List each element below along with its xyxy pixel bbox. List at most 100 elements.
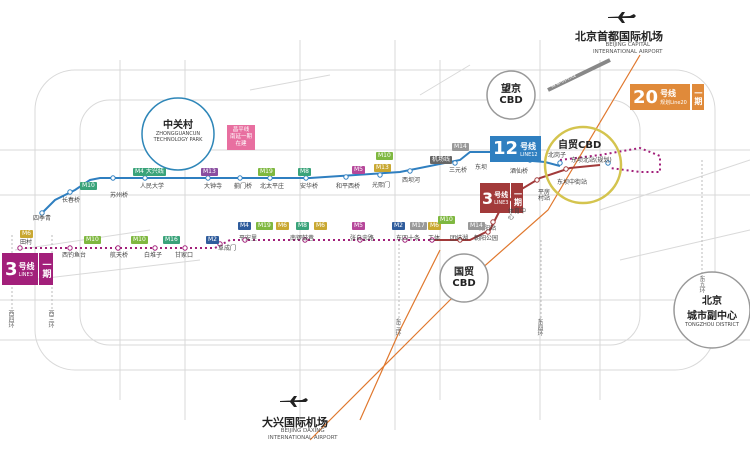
planning-tag: 昌平线 南延一期 在建 (227, 125, 256, 151)
airplane-icon (608, 12, 636, 23)
station-label: 东四十条 (396, 235, 421, 242)
line3-mid-en: LINE3 (494, 200, 509, 206)
ring-markers (11, 160, 703, 335)
line12-suffix: 号线 (520, 141, 537, 151)
capital-airport-en: BEIJING CAPITAL INTERNATIONAL AIRPORT (593, 42, 662, 56)
transfer-badge: M19 (256, 222, 273, 230)
line20-phase: 一期 (690, 84, 704, 110)
guomao-label: 国贸 CBD (444, 263, 484, 289)
station-label: 四季青 (33, 215, 52, 222)
station-label: 东坝北站(规划) (571, 157, 612, 164)
east5-label: 东五环 (698, 275, 705, 293)
west3-label: 西三环 (47, 310, 54, 328)
line3-left-suffix: 号线 (18, 261, 35, 271)
station-label: 西坝河 (402, 177, 421, 184)
station-label: 航天桥 (110, 252, 129, 259)
capital-airport-en-line1: BEIJING CAPITAL (605, 42, 651, 48)
transfer-badge: M10 (376, 152, 393, 160)
transfer-badge: M14 (468, 222, 485, 230)
daxing-airport-en-line2: INTERNATIONAL AIRPORT (268, 434, 338, 441)
line12-en: LINE12 (520, 151, 538, 158)
background-grid (0, 40, 750, 430)
station-label: 长春桥 (62, 197, 81, 204)
zhongguancun-name: 中关村 (163, 120, 193, 131)
line12-number: 12 (493, 138, 519, 159)
station-label: 张自忠路 (350, 235, 375, 242)
tongzhou-name-1: 北京 (702, 296, 722, 307)
station-label: 三元桥 (449, 167, 468, 174)
transfer-badge: M8 (296, 222, 309, 230)
station-label: 人民大学 (140, 183, 165, 190)
line20-route (559, 146, 661, 173)
zhongguancun-en-1: ZHONGGUANCUN (155, 131, 201, 137)
line3-left-phase: 一期 (38, 253, 53, 285)
wangjing-name: 望京 (501, 84, 521, 95)
capital-airport-name: 北京首都国际机场 (575, 30, 663, 43)
station-label: 南锣鼓巷 (290, 235, 315, 242)
transfer-badge: M6 (314, 222, 327, 230)
transfer-badge: M10 (80, 182, 97, 190)
station-label: 平安里 (239, 235, 258, 242)
station-label: 白堆子 (144, 252, 163, 259)
line3-left-en: LINE3 (18, 271, 33, 278)
station-label: 东坝中街站 (557, 179, 588, 186)
line3-mid-number: 3 (482, 188, 494, 208)
daxing-airport-en: BEIJING DAXING INTERNATIONAL AIRPORT (268, 428, 337, 442)
transfer-badge: M6 (428, 222, 441, 230)
wangjing-label: 望京 CBD (491, 80, 531, 106)
transfer-badge: M10 (84, 236, 101, 244)
transfer-badge: M5 (352, 166, 365, 174)
zimao-label: 自贸CBD (558, 140, 602, 151)
line20-badge: 20 号线 规划Line20 一期 (630, 84, 704, 110)
station-label: 甘家口 (175, 252, 194, 259)
station-label: 北岗子 (548, 152, 567, 159)
zhongguancun-label: 中关村 ZHONGGUANCUN TECHNOLOGY PARK (142, 116, 214, 143)
guomao-cbd: CBD (452, 278, 476, 289)
line3-mid-suffix: 号线 (494, 191, 509, 199)
daxing-airport-en-line1: BEIJING DAXING (280, 428, 325, 434)
tongzhou-name-2: 城市副中心 (687, 311, 737, 322)
station-label: 东坝 (475, 164, 488, 171)
station-label: 蓟门桥 (234, 183, 253, 190)
fourth-ring-outline (79, 99, 641, 346)
transfer-badge: M5 (352, 222, 365, 230)
station-label: 和平西桥 (336, 183, 361, 190)
transfer-badge: M16 (163, 236, 180, 244)
line3-station-dots (17, 237, 435, 251)
line12-badge: 12 号线 LINE12 (490, 136, 541, 162)
capital-airport-en-line2: INTERNATIONAL AIRPORT (593, 48, 663, 55)
transfer-badge: M2 (206, 236, 219, 244)
wangjing-zone (486, 70, 536, 120)
transfer-badge: 机场线 (430, 156, 453, 164)
transfer-badge: M10 (438, 216, 455, 224)
line20-suffix: 号线 (660, 89, 677, 98)
station-label: 苏州桥 (110, 192, 129, 199)
planning-tag-1: 昌平线 (232, 127, 250, 133)
transfer-badge: M4 (238, 222, 251, 230)
daxing-airport-name: 大兴国际机场 (262, 416, 328, 429)
daxing-airport-route (359, 249, 441, 421)
station-label: 朝阳站 (478, 225, 497, 232)
airport-express-line (547, 58, 611, 92)
transfer-badge: M8 (298, 168, 311, 176)
transfer-badge: M19 (258, 168, 275, 176)
transfer-badge: M10 (131, 236, 148, 244)
station-label: 光熙门 (372, 182, 391, 189)
station-label: 安华桥 (300, 183, 319, 190)
station-label: 田村 (20, 239, 33, 246)
line12-station-dots (39, 149, 611, 216)
station-label: 酒仙桥 (510, 168, 529, 175)
station-label: 北太平庄 (260, 183, 285, 190)
transfer-badge: M6 (276, 222, 289, 230)
east3-label: 东三环 (394, 318, 401, 336)
background-roads-diag (14, 64, 750, 281)
fifth-ring-outline (34, 69, 716, 371)
station-label: 阜成门 (218, 245, 237, 252)
background-roads-v (119, 40, 601, 430)
tongzhou-label: 北京 城市副中心 TONGZHOU DISTRICT (675, 292, 749, 328)
line3-dotted-route (20, 239, 430, 249)
line20-en: 规划Line20 (660, 100, 687, 106)
line20-number: 20 (633, 86, 659, 108)
zhongguancun-en-2: TECHNOLOGY PARK (153, 137, 203, 143)
